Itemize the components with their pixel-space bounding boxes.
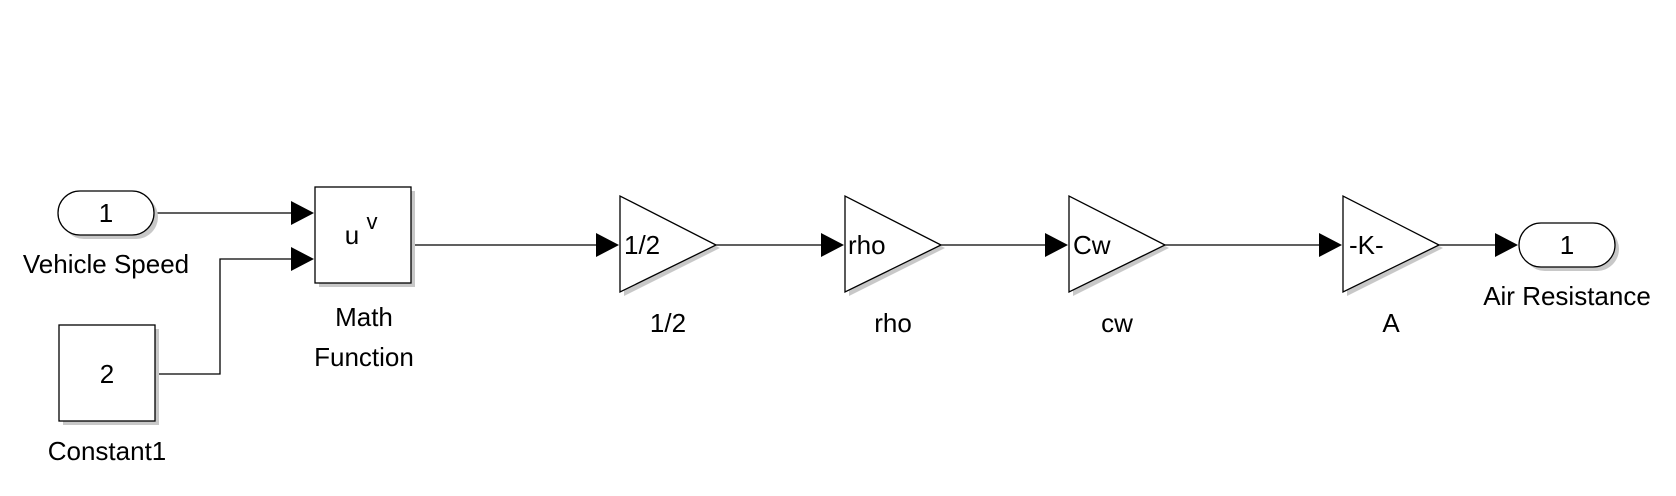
gain-cw-block[interactable]: Cw cw <box>1068 194 1169 338</box>
constant-value: 2 <box>100 359 114 389</box>
constant-label: Constant1 <box>48 436 167 466</box>
arrowhead-half-in <box>596 233 619 257</box>
math-function-block[interactable]: u v Math Function <box>314 186 415 372</box>
gain-a-shape[interactable] <box>1342 194 1441 294</box>
math-function-shape[interactable] <box>314 186 412 284</box>
math-function-base: u <box>345 220 359 250</box>
gain-rho-inner: rho <box>848 230 886 260</box>
gain-half-shape[interactable] <box>619 194 718 294</box>
gain-a-label: A <box>1382 308 1400 338</box>
gain-half-inner: 1/2 <box>624 230 660 260</box>
wire-constant-to-math[interactable] <box>156 258 296 375</box>
gain-cw-shape[interactable] <box>1068 194 1167 294</box>
gain-cw-inner: Cw <box>1073 230 1111 260</box>
outport-shape[interactable] <box>1518 222 1616 268</box>
inport-label: Vehicle Speed <box>23 249 189 279</box>
gain-a-block[interactable]: -K- A <box>1342 194 1443 338</box>
arrowhead-math-in1 <box>291 201 314 225</box>
gain-half-block[interactable]: 1/2 1/2 <box>619 194 720 338</box>
outport-label: Air Resistance <box>1483 281 1651 311</box>
gain-a-inner: -K- <box>1349 230 1384 260</box>
math-function-label-line1: Math <box>335 302 393 332</box>
arrowhead-cw-in <box>1045 233 1068 257</box>
gain-rho-shape[interactable] <box>844 194 943 294</box>
inport-shape[interactable] <box>57 190 155 236</box>
inport-block[interactable]: 1 Vehicle Speed <box>23 190 189 279</box>
arrowhead-rho-in <box>821 233 844 257</box>
gain-rho-block[interactable]: rho rho <box>844 194 945 338</box>
arrowhead-a-in <box>1319 233 1342 257</box>
math-function-label-line2: Function <box>314 342 414 372</box>
signal-lines <box>154 201 1518 375</box>
arrowhead-outport-in <box>1495 233 1518 257</box>
outport-block[interactable]: 1 Air Resistance <box>1483 222 1651 311</box>
gain-cw-label: cw <box>1101 308 1133 338</box>
math-function-exponent: v <box>367 209 378 234</box>
gain-half-label: 1/2 <box>650 308 686 338</box>
inport-number: 1 <box>99 198 113 228</box>
constant-shape[interactable] <box>58 324 156 422</box>
arrowhead-math-in2 <box>291 247 314 271</box>
outport-number: 1 <box>1560 230 1574 260</box>
constant-block[interactable]: 2 Constant1 <box>48 324 167 466</box>
gain-rho-label: rho <box>874 308 912 338</box>
